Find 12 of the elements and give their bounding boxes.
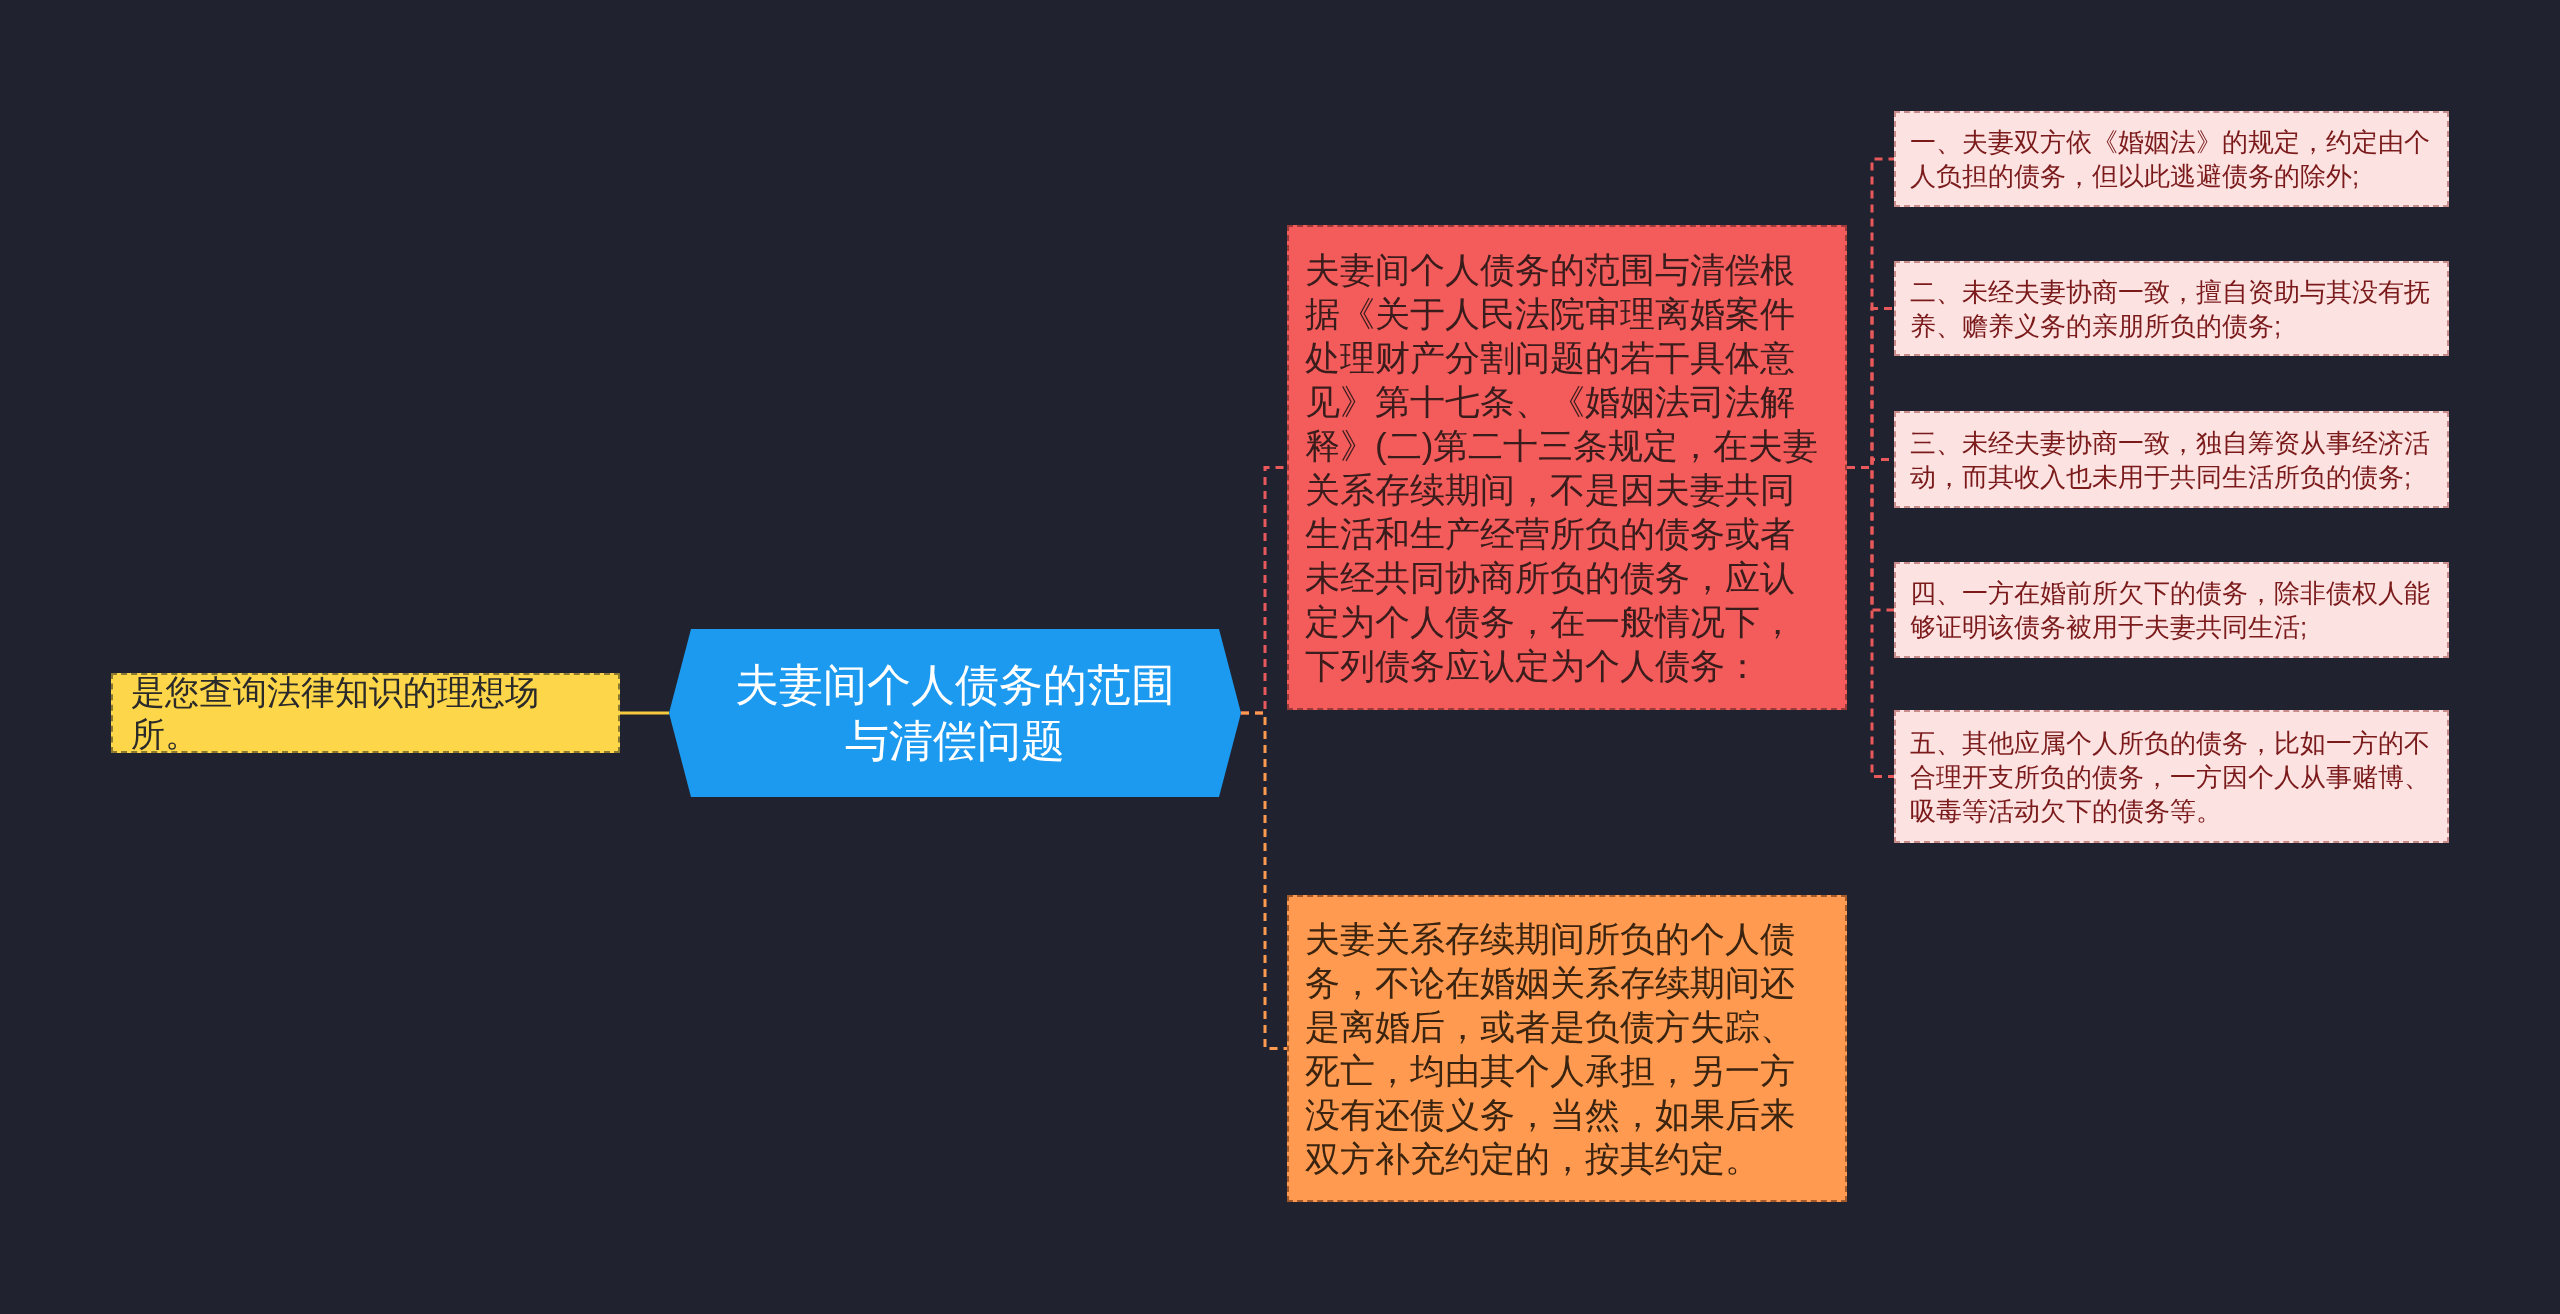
subtopic-box: 二、未经夫妻协商一致，擅自资助与其没有抚养、赡养义务的亲朋所负的债务; [1894,261,2449,356]
topic-hexagon: 夫妻间个人债务的范围与清偿问题 [669,629,1241,797]
connector-line [1241,711,1287,1050]
subtopic-box: 三、未经夫妻协商一致，独自筹资从事经济活动，而其收入也未用于共同生活所负的债务; [1894,411,2449,508]
topic-box: 夫妻关系存续期间所负的个人债务，不论在婚姻关系存续期间还是离婚后，或者是负债方失踪、死亡，均由其个人承担，另一方没有还债义务，当然，如果后来双方补充约定的，按其约定。 [1287,895,1847,1202]
subtopic-box: 四、一方在婚前所欠下的债务，除非债权人能够证明该债务被用于夫妻共同生活; [1894,562,2449,658]
connector-line [1847,466,1894,778]
note-box: 是您查询法律知识的理想场所。 [111,673,620,753]
connector-line [620,711,669,715]
subtopic-box: 五、其他应属个人所负的债务，比如一方的不合理开支所负的债务，一方因个人从事赌博、吸毒等活动欠下的债务等。 [1894,710,2449,843]
subtopic-box: 一、夫妻双方依《婚姻法》的规定，约定由个人负担的债务，但以此逃避债务的除外; [1894,111,2449,207]
topic-box: 夫妻间个人债务的范围与清偿根据《关于人民法院审理离婚案件处理财产分割问题的若干具体意见》第十七条、《婚姻法司法解释》(二)第二十三条规定，在夫妻关系存续期间，不是因夫妻共同生活和生产经营所负的债务或者未经共同协商所负的债务，应认定为个人债务，在一般情况下，下列债务应认定为个人债务： [1287,225,1847,710]
